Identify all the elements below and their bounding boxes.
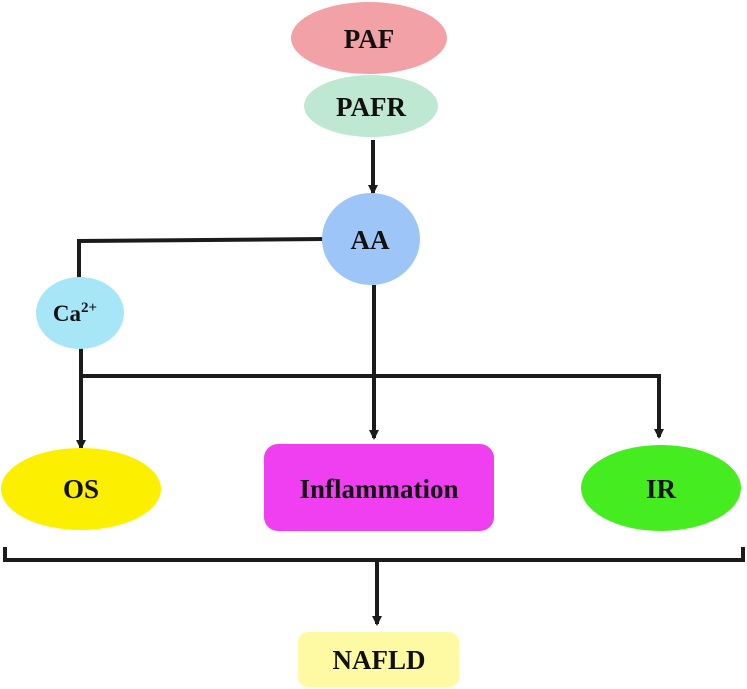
node-nafld: NAFLD bbox=[298, 632, 459, 687]
node-paf: PAF bbox=[291, 2, 447, 74]
edge-calcium-to-ir bbox=[81, 374, 664, 439]
node-pafr-label: PAFR bbox=[336, 92, 406, 122]
node-ir: IR bbox=[581, 445, 741, 531]
node-inflammation: Inflammation bbox=[264, 444, 494, 531]
node-paf-label: PAF bbox=[344, 24, 394, 54]
node-aa-shape bbox=[322, 193, 420, 285]
node-aa-label: AA bbox=[351, 225, 390, 255]
outcome-bracket bbox=[3, 547, 745, 562]
node-paf-shape bbox=[291, 2, 447, 74]
node-ir-label: IR bbox=[646, 474, 677, 504]
node-nafld-label: NAFLD bbox=[333, 645, 426, 675]
node-calcium-shape bbox=[36, 277, 124, 349]
node-calcium-base: Ca bbox=[53, 301, 82, 326]
node-os-shape bbox=[1, 448, 161, 530]
node-os: OS bbox=[1, 448, 161, 530]
node-calcium: Ca2+ bbox=[36, 277, 124, 349]
node-inflammation-shape bbox=[264, 444, 494, 531]
node-calcium-label: Ca2+ bbox=[53, 300, 97, 326]
node-pafr: PAFR bbox=[304, 75, 438, 137]
node-aa: AA bbox=[322, 193, 420, 285]
node-pafr-shape bbox=[304, 75, 438, 137]
node-os-label: OS bbox=[63, 474, 99, 504]
edge-aa-to-calcium bbox=[77, 237, 326, 281]
node-calcium-superscript: 2+ bbox=[81, 300, 97, 316]
node-ir-shape bbox=[581, 445, 741, 531]
node-nafld-shape bbox=[298, 632, 459, 687]
node-inflammation-label: Inflammation bbox=[299, 474, 458, 504]
edges bbox=[3, 140, 745, 626]
